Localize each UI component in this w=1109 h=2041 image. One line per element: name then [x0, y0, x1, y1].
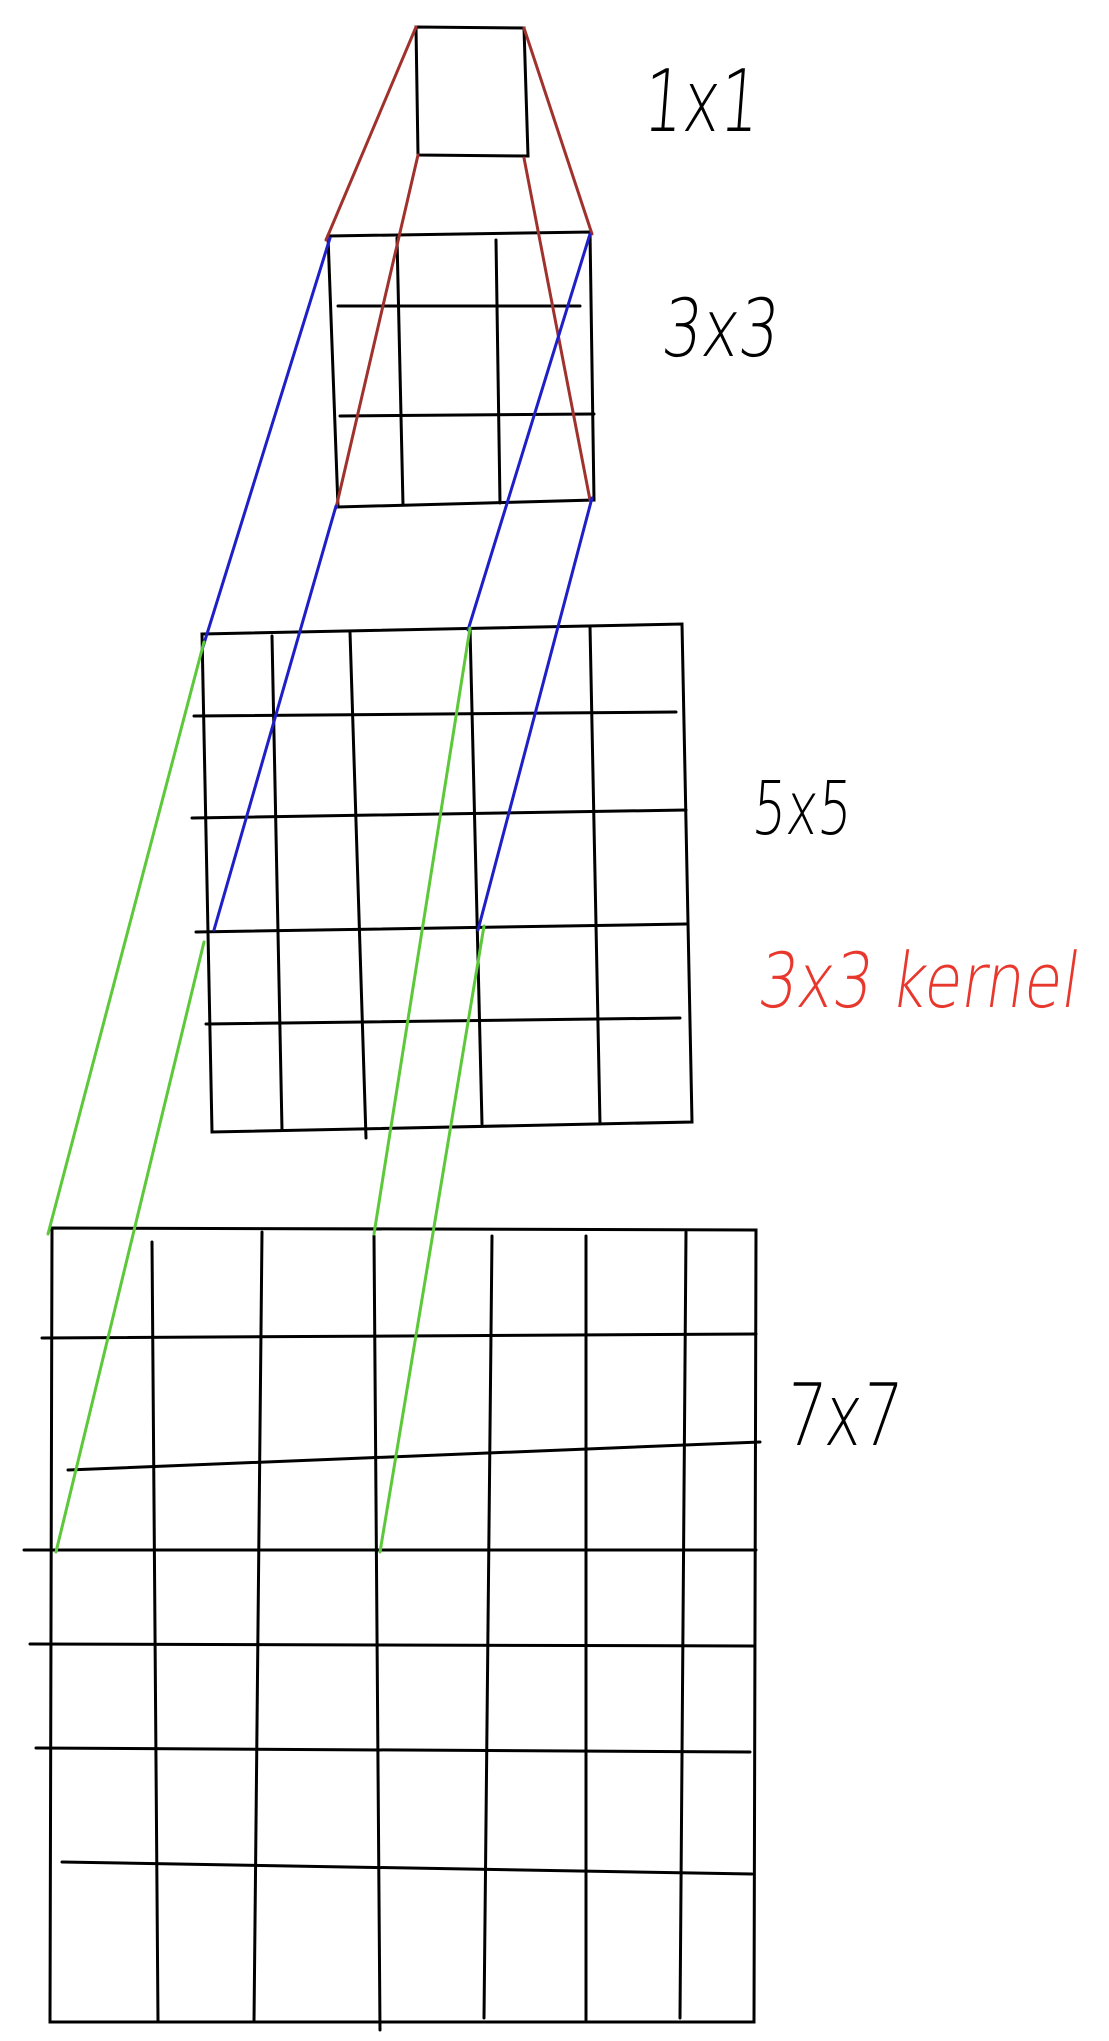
- grid-7x7-hline: [28, 1642, 756, 1648]
- green-projection-line: [54, 940, 206, 1554]
- blue-projection-line: [200, 236, 332, 652]
- grid-7x7-vline: [372, 1234, 382, 2032]
- layer-7x7-grid: [22, 1226, 762, 2032]
- grid-7x7-vline: [482, 1234, 494, 2020]
- red-projection-line: [522, 156, 592, 502]
- grid-7x7-hline: [60, 1860, 754, 1876]
- grid-7x7-vline: [252, 1230, 264, 2024]
- projection-7x7-to-5x5: [46, 626, 486, 1554]
- grid-3x3-border: [326, 230, 596, 509]
- blue-projection-line: [476, 496, 594, 932]
- layer-3x3-label: 3x3: [657, 282, 785, 375]
- layer-1x1-grid: [414, 25, 530, 158]
- grid-7x7-vline: [150, 1240, 160, 2024]
- grid-7x7-vline: [678, 1230, 688, 2020]
- layer-1x1-label: 1x1: [640, 52, 764, 152]
- layer-5x5-label: 5x5: [749, 766, 856, 852]
- layer-3x3-grid: [326, 230, 596, 509]
- grid-7x7-hline: [40, 1332, 758, 1340]
- grid-5x5-hline: [192, 710, 678, 718]
- grid-5x5-hline: [204, 1016, 682, 1026]
- red-projection-line: [522, 26, 594, 236]
- red-projection-line: [334, 153, 420, 510]
- grid-7x7-hline: [34, 1746, 752, 1754]
- grid-5x5-hline: [190, 808, 688, 820]
- layer-7x7-label: 7x7: [782, 1366, 906, 1466]
- green-projection-line: [372, 626, 472, 1236]
- layer-5x5-grid: [190, 622, 694, 1140]
- grid-3x3-vline: [395, 236, 405, 507]
- blue-projection-line: [212, 504, 338, 932]
- grid-5x5-border: [200, 622, 694, 1134]
- projection-3x3-to-1x1: [324, 25, 594, 510]
- green-projection-line: [46, 640, 206, 1236]
- grid-5x5-vline: [468, 626, 484, 1126]
- grid-5x5-hline: [194, 922, 688, 934]
- grid-3x3-vline: [494, 238, 502, 505]
- grid-5x5-vline: [588, 624, 602, 1126]
- kernel-size-label: 3x3 kernel: [753, 936, 1086, 1025]
- projection-5x5-to-3x3: [200, 232, 594, 932]
- grid-7x7-border: [48, 1226, 758, 2024]
- green-projection-line: [378, 924, 486, 1554]
- blue-projection-line: [466, 232, 592, 632]
- red-projection-line: [324, 25, 418, 242]
- grid-7x7-hline: [66, 1440, 762, 1472]
- grid-5x5-vline: [348, 630, 368, 1140]
- grid-3x3-hline: [338, 412, 596, 418]
- grid-1x1-cell: [414, 25, 530, 158]
